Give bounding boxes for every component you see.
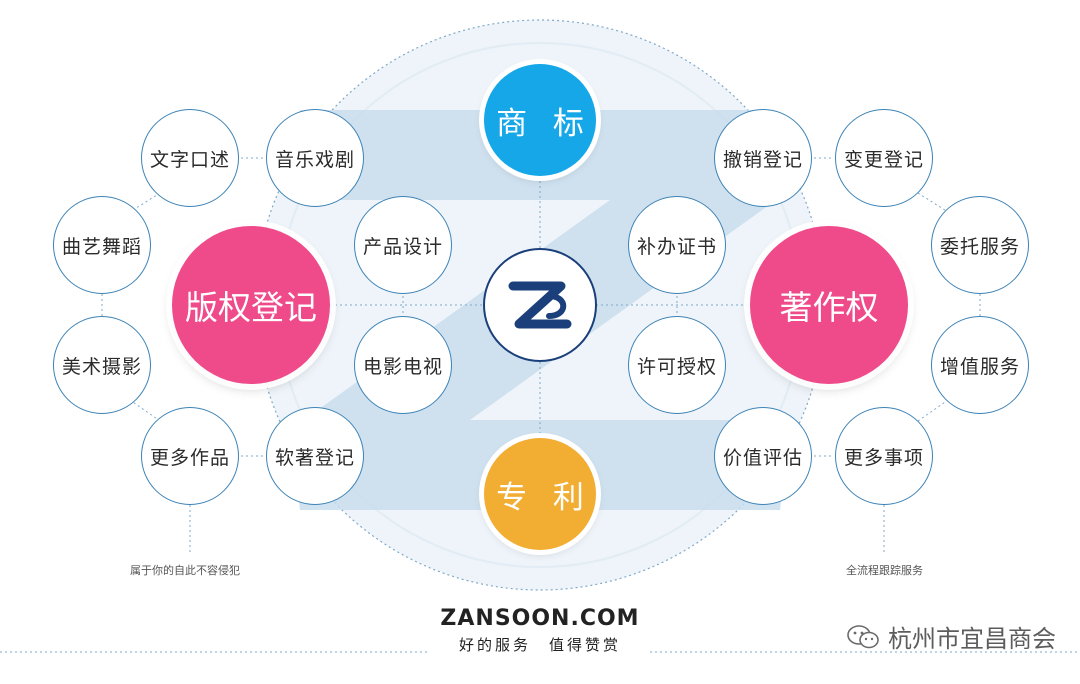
node-value-assessment[interactable]: 价值评估	[714, 407, 812, 505]
node-cancel-registration[interactable]: 撤销登记	[714, 109, 812, 207]
brand-name: ZANSOON.COM	[440, 606, 640, 631]
node-folk-dance[interactable]: 曲艺舞蹈	[53, 196, 151, 294]
copyright-registration-hub[interactable]: 版权登记	[172, 226, 330, 384]
node-film-tv[interactable]: 电影电视	[354, 316, 452, 414]
left-caption: 属于你的自此不容侵犯	[130, 564, 240, 577]
node-text-oral[interactable]: 文字口述	[141, 109, 239, 207]
zs-logo-icon	[508, 281, 572, 329]
brand-block: ZANSOON.COM 好的服务 值得赞赏	[380, 606, 700, 655]
node-software-registration[interactable]: 软著登记	[266, 407, 364, 505]
node-value-added-service[interactable]: 增值服务	[931, 316, 1029, 414]
node-change-registration[interactable]: 变更登记	[835, 109, 933, 207]
account-watermark: 杭州市宜昌商会	[846, 619, 1056, 654]
node-more-works[interactable]: 更多作品	[141, 407, 239, 505]
node-entrusted-service[interactable]: 委托服务	[931, 196, 1029, 294]
node-license-authorization[interactable]: 许可授权	[628, 316, 726, 414]
brand-slogan: 好的服务 值得赞赏	[458, 636, 621, 654]
right-caption: 全流程跟踪服务	[846, 564, 923, 577]
node-product-design[interactable]: 产品设计	[354, 196, 452, 294]
copyright-hub[interactable]: 著作权	[750, 226, 908, 384]
node-reissue-certificate[interactable]: 补办证书	[628, 196, 726, 294]
patent-circle[interactable]: 专 利	[484, 438, 596, 550]
node-art-photo[interactable]: 美术摄影	[53, 316, 151, 414]
connector-lines	[0, 157, 1080, 653]
watermark-text: 杭州市宜昌商会	[888, 625, 1056, 653]
node-music-drama[interactable]: 音乐戏剧	[266, 109, 364, 207]
trademark-circle[interactable]: 商 标	[484, 64, 596, 176]
wechat-icon	[847, 624, 879, 648]
node-more-items[interactable]: 更多事项	[835, 407, 933, 505]
